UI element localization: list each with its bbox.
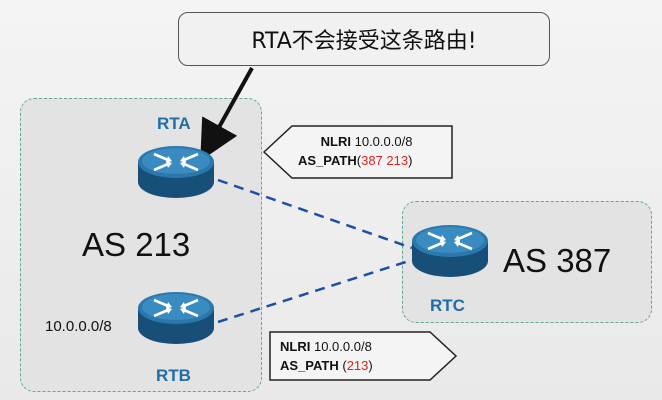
as387-label: AS 387 [503,242,612,279]
as-path-value: 387 213 [361,153,409,168]
router-label-rta: RTA [157,114,191,133]
callout-arrow [200,67,254,161]
router-label-rtc: RTC [430,296,465,315]
as-path-key: AS_PATH [280,358,339,373]
as-path-key: AS_PATH [298,153,357,168]
nlri-line: NLRI 10.0.0.0/8 [298,132,413,151]
router-icon[interactable] [410,219,490,287]
nlri-key: NLRI [280,339,311,354]
as-path-open: ( [356,153,362,168]
router-icon[interactable] [136,140,216,208]
update-message-bottom: NLRI 10.0.0.0/8 AS_PATH (213) [280,337,373,375]
nlri-value: 10.0.0.0/8 [354,134,413,149]
nlri-line: NLRI 10.0.0.0/8 [280,337,373,356]
as-path-line: AS_PATH (213) [280,356,373,375]
as-path-open: ( [338,358,347,373]
as-path-close: ) [408,153,413,168]
as-path-close: ) [368,358,373,373]
rtb-prefix-label: 10.0.0.0/8 [45,318,112,335]
router-label-rtb: RTB [156,366,191,385]
update-box-bottom [269,331,458,381]
as213-label: AS 213 [82,226,191,263]
update-box-top [262,125,453,179]
update-message-top: NLRI 10.0.0.0/8 AS_PATH(387 213) [298,132,412,170]
link-rtb-rtc [217,258,413,324]
nlri-key: NLRI [320,134,351,149]
as-path-line: AS_PATH(387 213) [298,151,412,170]
as-path-value: 213 [346,358,369,373]
router-icon[interactable] [136,286,216,354]
link-rta-rtc [217,178,413,250]
callout-box: RTA不会接受这条路由! [178,12,550,66]
callout-text: RTA不会接受这条路由! [251,29,477,54]
nlri-value: 10.0.0.0/8 [313,339,372,354]
